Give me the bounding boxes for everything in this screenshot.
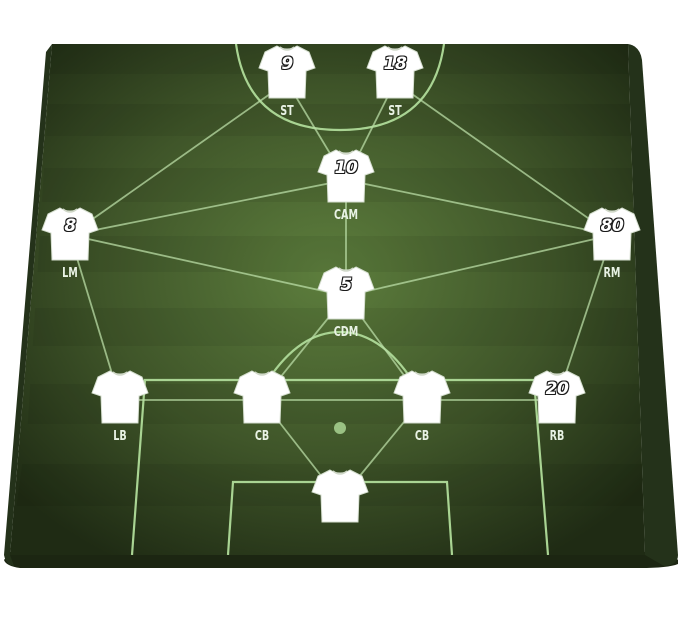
position-label: ST [280, 104, 294, 119]
player-cdm[interactable]: 5 CDM [316, 263, 376, 343]
jersey-icon [91, 370, 149, 424]
jersey-icon [258, 45, 316, 99]
position-label: LB [113, 429, 127, 444]
board-side-left [4, 44, 52, 566]
jersey-icon [317, 266, 375, 320]
jersey-icon [233, 370, 291, 424]
player-cb-right[interactable]: CB [392, 367, 452, 447]
player-cam[interactable]: 10 CAM [316, 146, 376, 226]
shirt-number: 5 [340, 275, 352, 295]
shirt-number: 20 [545, 379, 569, 399]
penalty-spot-icon [334, 422, 346, 434]
position-label: CDM [333, 325, 359, 340]
jersey-icon [366, 45, 424, 99]
player-lm[interactable]: 8 LM [40, 204, 100, 284]
shirt-number: 10 [334, 158, 358, 178]
player-rm[interactable]: 80 RM [582, 204, 642, 284]
player-cb-left[interactable]: CB [232, 367, 292, 447]
position-label: RM [603, 266, 621, 281]
board-side [628, 44, 678, 566]
position-label: CB [414, 429, 430, 444]
position-label: ST [388, 104, 402, 119]
position-label: LM [62, 266, 78, 281]
position-label: CB [254, 429, 270, 444]
centre-circle [234, 44, 446, 132]
penalty-arc [267, 330, 413, 381]
jersey-icon [317, 149, 375, 203]
jersey-icon [393, 370, 451, 424]
jersey-icon [41, 207, 99, 261]
position-label: CAM [333, 208, 359, 223]
shirt-number: 80 [600, 216, 624, 236]
penalty-box [130, 378, 550, 555]
jersey-icon [528, 370, 586, 424]
shirt-number: 9 [281, 54, 293, 74]
player-lb[interactable]: LB [90, 367, 150, 447]
shirt-number: 18 [383, 54, 407, 74]
jersey-icon [583, 207, 641, 261]
player-rb[interactable]: 20 RB [527, 367, 587, 447]
board-edge [4, 552, 678, 568]
player-gk[interactable] [310, 466, 370, 546]
jersey-icon [311, 469, 369, 523]
player-st-right[interactable]: 18 ST [365, 42, 425, 122]
player-st-left[interactable]: 9 ST [257, 42, 317, 122]
shirt-number: 8 [64, 216, 76, 236]
position-label: RB [549, 429, 565, 444]
